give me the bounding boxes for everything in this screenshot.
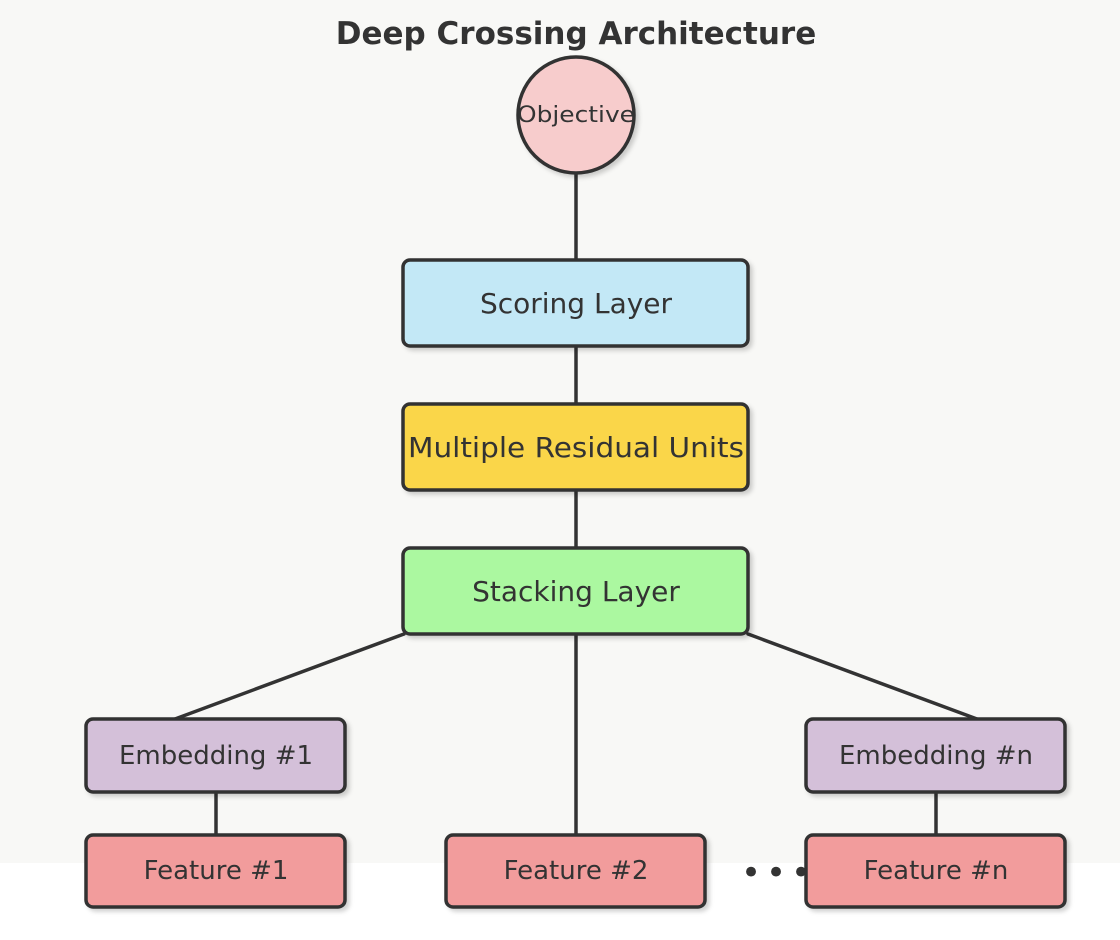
node-embedding-1-label: Embedding #1 [119, 741, 313, 771]
diagram-title: Deep Crossing Architecture [336, 16, 816, 52]
edges [173, 171, 979, 837]
ellipsis-dots: ••• [741, 853, 811, 893]
node-feature-2-label: Feature #2 [504, 856, 649, 886]
node-embedding-n[interactable]: Embedding #n [804, 717, 1067, 794]
node-scoring-layer-label: Scoring Layer [480, 287, 673, 320]
node-residual-units[interactable]: Multiple Residual Units [401, 402, 750, 492]
node-feature-n[interactable]: Feature #n [804, 833, 1067, 909]
node-embedding-n-label: Embedding #n [839, 741, 1033, 771]
node-stacking-layer-label: Stacking Layer [472, 575, 680, 608]
node-feature-1-label: Feature #1 [144, 856, 289, 886]
node-scoring-layer[interactable]: Scoring Layer [401, 258, 750, 348]
node-embedding-1[interactable]: Embedding #1 [84, 717, 347, 794]
node-objective[interactable]: Objective [516, 55, 636, 175]
node-feature-n-label: Feature #n [864, 856, 1009, 886]
edge-stacking-embedding-1 [173, 632, 406, 721]
node-stacking-layer[interactable]: Stacking Layer [401, 546, 750, 636]
node-feature-2[interactable]: Feature #2 [444, 833, 707, 909]
node-objective-label: Objective [517, 103, 635, 128]
node-feature-1[interactable]: Feature #1 [84, 833, 347, 909]
edge-stacking-embedding-n [746, 632, 979, 721]
node-residual-units-label: Multiple Residual Units [408, 431, 744, 464]
